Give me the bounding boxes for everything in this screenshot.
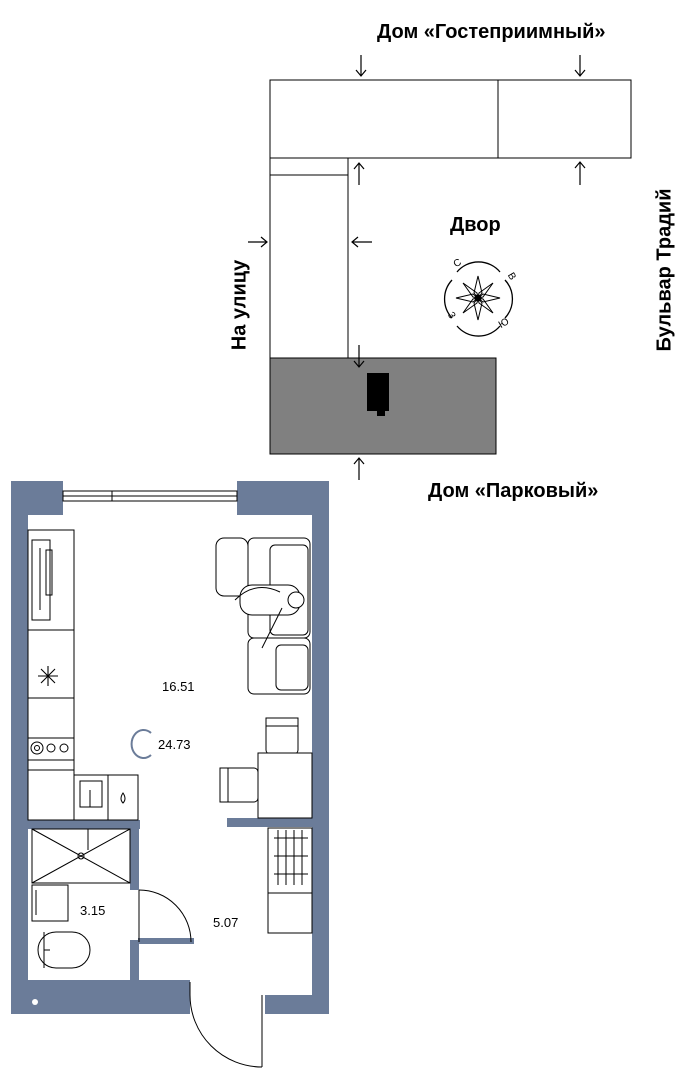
toilet	[37, 931, 91, 969]
arrow-street	[248, 236, 268, 248]
compass-rose	[443, 261, 514, 337]
washer	[73, 774, 109, 821]
wall-right	[312, 481, 329, 995]
wall-bottom-right	[265, 995, 329, 1014]
kitchen	[27, 529, 139, 821]
wall-left	[11, 481, 28, 1014]
stove	[28, 737, 74, 761]
wall-bottom-left	[11, 980, 190, 1014]
building-block-north-west	[269, 79, 499, 159]
person-head	[287, 591, 305, 609]
bathroom-door-swing	[138, 889, 192, 943]
house-south-label: Дом «Парковый»	[428, 480, 599, 502]
building-block-west	[269, 174, 349, 359]
kitchen-counter	[27, 529, 75, 821]
house-north-label: Дом «Гостеприимный»	[377, 21, 606, 43]
total-area: 24.73	[158, 737, 191, 752]
arrow-north-1	[355, 55, 367, 77]
marker-dot	[32, 999, 38, 1005]
hallway-area: 5.07	[213, 915, 239, 930]
living-area: 16.51	[162, 679, 195, 694]
sofa	[215, 537, 311, 695]
cabinet	[107, 774, 139, 821]
yard-label: Двор	[450, 214, 501, 236]
bath-sink	[31, 884, 69, 922]
apartment-walls	[11, 481, 329, 1014]
sink	[31, 539, 51, 621]
bathroom-area: 3.15	[80, 903, 106, 918]
wall-bath-right-low	[130, 940, 139, 982]
shower	[31, 828, 131, 884]
arrow-yard-corner	[353, 162, 365, 185]
dining	[219, 717, 313, 819]
arrow-yard-south	[353, 345, 365, 368]
bathroom	[31, 828, 131, 969]
arrow-north-2	[574, 55, 586, 77]
doors	[138, 889, 263, 1068]
wall-partition-right	[227, 818, 317, 827]
arrow-yard-west	[351, 236, 372, 248]
entrance-marker-small	[377, 408, 385, 416]
wall-bath-right	[130, 820, 139, 890]
wall-hall-stub	[138, 938, 194, 944]
street-label: На улицу	[228, 259, 251, 351]
arrow-yard-east	[574, 161, 586, 185]
entrance-door-swing	[189, 994, 263, 1068]
studio-letter	[130, 729, 152, 759]
entrance-marker	[367, 373, 389, 411]
wall-bath-top	[28, 820, 140, 829]
freezer-icon	[38, 666, 58, 686]
building-block-north-east	[497, 79, 632, 159]
entrance-arrows	[248, 55, 586, 480]
window	[62, 490, 238, 502]
hallway-furniture	[267, 827, 313, 934]
arrow-south	[353, 457, 365, 480]
wardrobe	[267, 892, 313, 934]
table	[257, 752, 313, 819]
boulevard-label: Бульвар Традий	[653, 188, 676, 352]
drop-icon	[120, 792, 126, 804]
